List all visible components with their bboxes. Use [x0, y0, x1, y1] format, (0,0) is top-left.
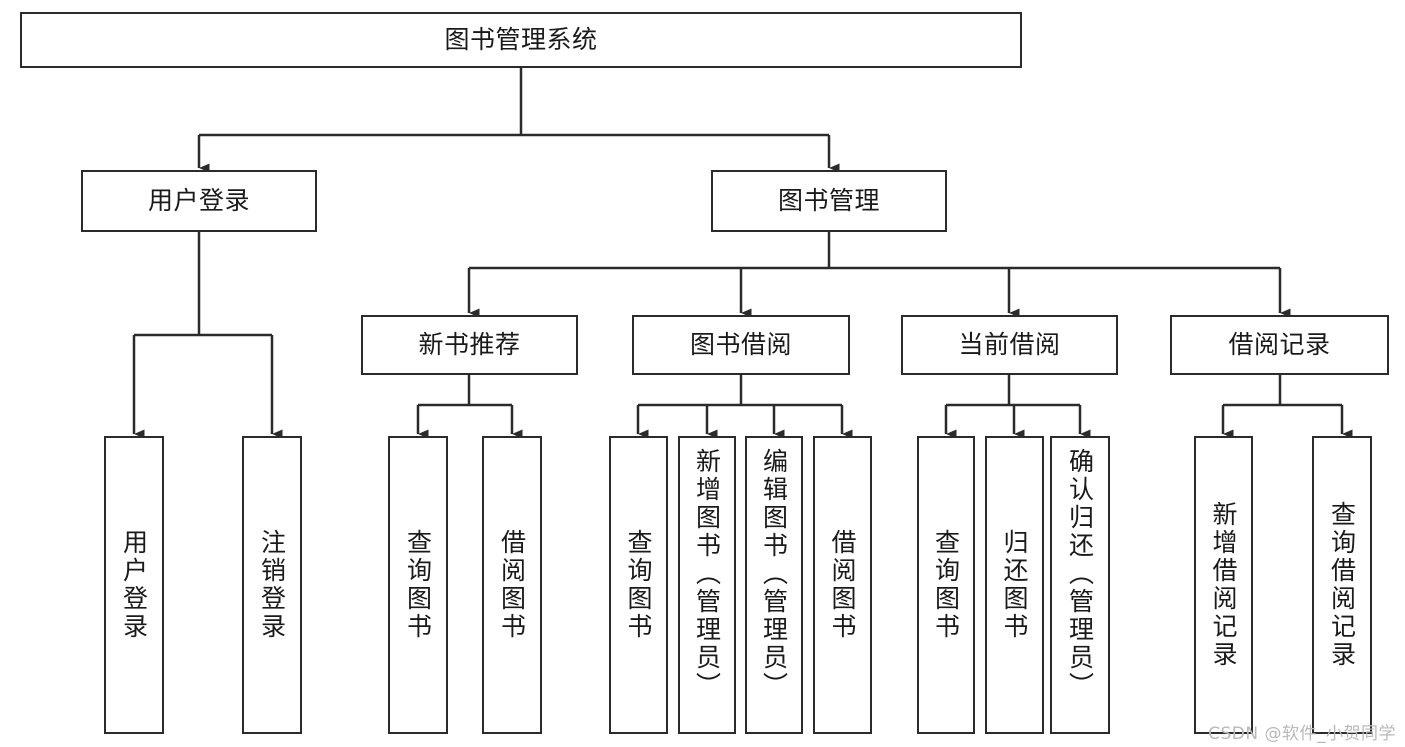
node-label: 查询图书 — [403, 529, 433, 641]
node-leaf-return-book[interactable]: 归还图书 — [985, 436, 1044, 734]
node-label: 用户登录 — [147, 185, 250, 215]
node-current-borrow[interactable]: 当前借阅 — [901, 315, 1118, 375]
node-leaf-user-logout[interactable]: 注销登录 — [242, 436, 302, 734]
node-label: 借阅图书 — [497, 529, 527, 641]
node-leaf-query-borrow-record[interactable]: 查询借阅记录 — [1312, 436, 1372, 734]
node-label: 用户登录 — [119, 529, 149, 641]
node-leaf-edit-book-admin[interactable]: 编辑图书（管理员） — [745, 436, 803, 734]
node-leaf-query-book-recommend[interactable]: 查询图书 — [388, 436, 448, 734]
node-label: 新增图书（管理员） — [692, 448, 722, 700]
node-leaf-confirm-return-admin[interactable]: 确认归还（管理员） — [1050, 436, 1110, 734]
node-label: 图书管理系统 — [444, 24, 598, 54]
node-label: 图书管理 — [777, 185, 880, 215]
node-label: 新增借阅记录 — [1209, 501, 1238, 669]
node-leaf-add-borrow-record[interactable]: 新增借阅记录 — [1194, 436, 1253, 734]
node-book-borrow[interactable]: 图书借阅 — [632, 315, 850, 375]
node-leaf-user-login[interactable]: 用户登录 — [104, 436, 164, 734]
node-label: 借阅图书 — [828, 529, 857, 641]
node-label: 图书借阅 — [689, 329, 792, 359]
node-leaf-query-book-current[interactable]: 查询图书 — [917, 436, 975, 734]
node-user-login[interactable]: 用户登录 — [81, 170, 317, 232]
node-label: 查询图书 — [931, 529, 961, 641]
node-label: 注销登录 — [257, 529, 287, 641]
node-root[interactable]: 图书管理系统 — [20, 12, 1022, 68]
node-label: 查询图书 — [624, 529, 653, 641]
node-leaf-borrow-book-recommend[interactable]: 借阅图书 — [482, 436, 542, 734]
node-label: 当前借阅 — [958, 329, 1061, 359]
node-label: 确认归还（管理员） — [1065, 448, 1095, 700]
node-label: 借阅记录 — [1228, 329, 1331, 359]
node-leaf-borrow-book[interactable]: 借阅图书 — [813, 436, 872, 734]
node-label: 编辑图书（管理员） — [759, 448, 789, 700]
node-leaf-query-book-borrow[interactable]: 查询图书 — [609, 436, 668, 734]
node-label: 新书推荐 — [418, 329, 521, 359]
node-borrow-record[interactable]: 借阅记录 — [1170, 315, 1389, 375]
node-new-book-recommend[interactable]: 新书推荐 — [361, 315, 578, 375]
node-label: 查询借阅记录 — [1327, 501, 1357, 669]
node-label: 归还图书 — [1000, 529, 1029, 641]
node-book-manage[interactable]: 图书管理 — [711, 170, 947, 232]
node-leaf-add-book-admin[interactable]: 新增图书（管理员） — [678, 436, 736, 734]
